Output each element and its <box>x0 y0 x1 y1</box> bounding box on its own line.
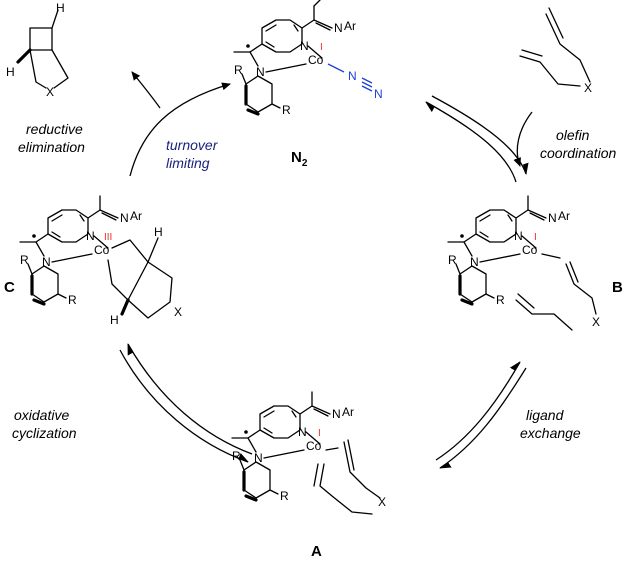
atom-ar: Ar <box>342 405 354 419</box>
atom-n: N <box>514 229 523 243</box>
atom-n: N <box>120 211 129 225</box>
bicyclic-product: H H X <box>6 1 69 99</box>
atom-r: R <box>20 253 29 267</box>
step-label-cyclization: cyclization <box>12 425 77 441</box>
diene-substrate: X <box>519 7 592 95</box>
atom-n: N <box>86 229 95 243</box>
atom-x: X <box>592 315 600 329</box>
atom-r: R <box>496 293 505 307</box>
atom-h: H <box>56 1 65 15</box>
atom-n: N <box>334 21 343 35</box>
atom-r: R <box>234 63 243 77</box>
complex-a: N N Ar N Co I R R X <box>230 390 386 515</box>
atom-r: R <box>282 103 291 117</box>
oxidation-state-three: III <box>104 232 112 243</box>
equilibrium-arrow-reverse <box>127 343 253 455</box>
atom-x: X <box>46 85 54 99</box>
oxidation-state: I <box>534 232 537 243</box>
atom-r: R <box>232 449 241 463</box>
atom-co: Co <box>306 439 322 453</box>
atom-r: R <box>448 253 457 267</box>
atom-n: N <box>548 211 557 225</box>
step-label-olefin: olefin <box>556 127 590 143</box>
equilibrium-arrow-reverse <box>425 101 517 183</box>
atom-co: Co <box>94 243 110 257</box>
atom-n: N <box>300 39 309 53</box>
compound-label-b: B <box>612 279 623 296</box>
step-label-ligand: ligand <box>526 407 565 423</box>
compound-label-c: C <box>4 279 15 296</box>
equilibrium-arrow-forward <box>431 95 529 175</box>
atom-r: R <box>280 489 289 503</box>
oxidation-state: I <box>318 428 321 439</box>
complex-b: N N Ar N Co I R R X <box>446 194 600 331</box>
step-label-elimination: elimination <box>18 139 85 155</box>
atom-x: X <box>584 81 592 95</box>
compound-label-n2: N2 <box>291 149 308 169</box>
atom-n: N <box>256 65 265 79</box>
turnover-limiting-label-2: limiting <box>166 155 210 171</box>
step-label-reductive: reductive <box>26 121 83 137</box>
step-label-coordination: coordination <box>540 145 616 161</box>
atom-ar: Ar <box>344 19 356 33</box>
equilibrium-arrow-forward <box>439 367 527 469</box>
dinitrogen-n: N <box>374 87 383 101</box>
step-label-exchange: exchange <box>520 425 581 441</box>
atom-x: X <box>378 495 386 509</box>
olefin-coordination-arrow <box>513 111 533 167</box>
turnover-limiting-label-1: turnover <box>166 137 219 153</box>
atom-h: H <box>110 313 119 327</box>
atom-n: N <box>332 407 341 421</box>
product-release-arrow <box>131 71 161 109</box>
atom-ar: Ar <box>130 209 142 223</box>
atom-ar: Ar <box>558 209 570 223</box>
reductive-elimination-arrow <box>129 82 231 177</box>
atom-x: X <box>174 305 182 319</box>
atom-co: Co <box>522 243 538 257</box>
atom-h: H <box>6 65 15 79</box>
atom-co: Co <box>308 53 324 67</box>
atom-n: N <box>42 255 51 269</box>
equilibrium-arrow-forward <box>119 349 249 463</box>
equilibrium-arrow-reverse <box>435 361 521 461</box>
complex-c: N N Ar N Co III R R H H X <box>18 194 182 327</box>
compound-label-a: A <box>311 543 322 560</box>
atom-h: H <box>154 225 163 239</box>
dinitrogen-n: N <box>348 69 357 83</box>
atom-n: N <box>470 255 479 269</box>
atom-r: R <box>68 293 77 307</box>
atom-n: N <box>298 425 307 439</box>
oxidation-state: I <box>320 42 323 53</box>
n2-complex: N N Ar N Co I R R N N <box>232 0 383 117</box>
atom-n: N <box>254 451 263 465</box>
step-label-oxidative: oxidative <box>14 407 69 423</box>
